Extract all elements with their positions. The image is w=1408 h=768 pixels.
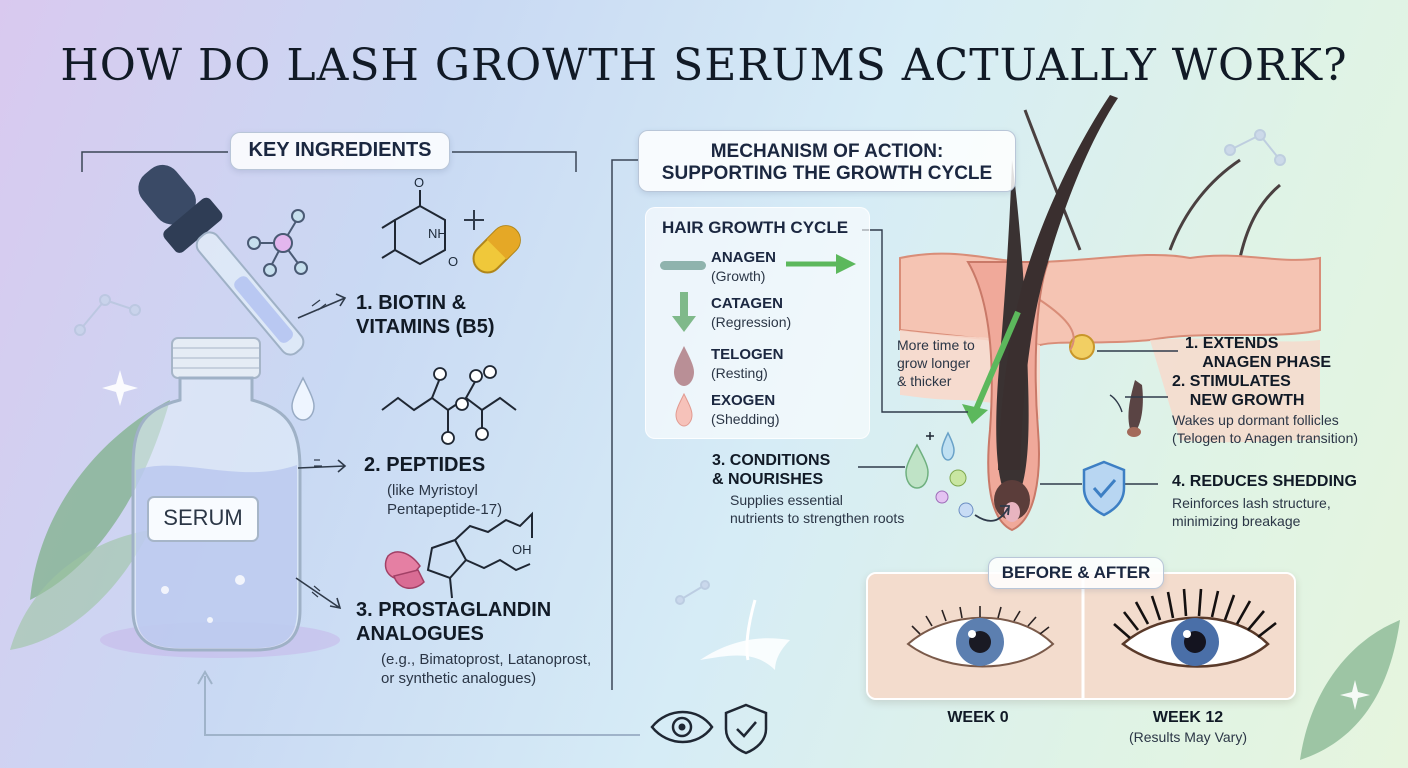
ingredient-peptides: 2. PEPTIDES (like Myristoyl Pentapeptide… bbox=[364, 453, 594, 519]
phase-catagen: CATAGEN (Regression) bbox=[711, 295, 791, 331]
ingredient-peptides-title: 2. PEPTIDES bbox=[364, 454, 486, 476]
before-after-heading: BEFORE & AFTER bbox=[988, 557, 1164, 589]
effect-stimulates-growth: 2. STIMULATES NEW GROWTH Wakes up dorman… bbox=[1172, 372, 1358, 447]
phase-exogen-name: EXOGEN bbox=[711, 392, 776, 409]
effect-1-title: 1. EXTENDS ANAGEN PHASE bbox=[1185, 335, 1332, 371]
before-after-eyes bbox=[868, 574, 1294, 698]
phase-anagen: ANAGEN (Growth) bbox=[711, 249, 776, 285]
ingredient-prostaglandin-sub: (e.g., Bimatoprost, Latanoprost, or synt… bbox=[381, 651, 592, 687]
phase-exogen-sub: (Shedding) bbox=[711, 411, 780, 427]
phase-catagen-name: CATAGEN bbox=[711, 295, 783, 312]
phase-telogen: TELOGEN (Resting) bbox=[711, 346, 784, 382]
bottle-label: SERUM bbox=[163, 505, 243, 530]
phase-telogen-sub: (Resting) bbox=[711, 365, 768, 381]
ingredient-prostaglandin: 3. PROSTAGLANDIN ANALOGUES (e.g., Bimato… bbox=[356, 598, 616, 688]
biotin-o2-label: O bbox=[414, 175, 425, 190]
effect-4-title: 4. REDUCES SHEDDING bbox=[1172, 473, 1357, 490]
effect-reduces-shedding: 4. REDUCES SHEDDING Reinforces lash stru… bbox=[1172, 472, 1357, 530]
effect-conditions-nourishes: 3. CONDITIONS & NOURISHES Supplies essen… bbox=[712, 451, 904, 527]
effect-extends-anagen: 1. EXTENDS ANAGEN PHASE bbox=[1185, 334, 1331, 372]
prostaglandin-oh-label: OH bbox=[512, 542, 532, 557]
phase-anagen-sub: (Growth) bbox=[711, 268, 766, 284]
effect-2-sub: Wakes up dormant follicles (Telogen to A… bbox=[1172, 412, 1359, 446]
page-title: HOW DO LASH GROWTH SERUMS ACTUALLY WORK? bbox=[60, 40, 1348, 91]
mechanism-heading-line2: SUPPORTING THE GROWTH CYCLE bbox=[661, 163, 993, 184]
biotin-nh-label: NH bbox=[428, 226, 447, 241]
key-ingredients-heading: KEY INGREDIENTS bbox=[230, 132, 450, 170]
phase-catagen-sub: (Regression) bbox=[711, 314, 792, 330]
phase-exogen: EXOGEN (Shedding) bbox=[711, 392, 780, 428]
effect-3-sub: Supplies essential nutrients to strength… bbox=[730, 492, 905, 526]
phase-anagen-name: ANAGEN bbox=[711, 249, 777, 266]
mechanism-heading: MECHANISM OF ACTION: SUPPORTING THE GROW… bbox=[638, 130, 1016, 192]
effect-4-sub: Reinforces lash structure, minimizing br… bbox=[1172, 495, 1331, 529]
ingredient-biotin: 1. BIOTIN & VITAMINS (B5) bbox=[356, 291, 586, 339]
more-time-note: More time to grow longer & thicker bbox=[897, 337, 975, 389]
before-after-panel bbox=[866, 572, 1296, 700]
mechanism-heading-line1: MECHANISM OF ACTION: bbox=[710, 141, 944, 162]
ingredient-peptides-sub: (like Myristoyl Pentapeptide-17) bbox=[387, 482, 503, 518]
before-label: WEEK 0 bbox=[947, 709, 1009, 726]
ingredient-biotin-title: 1. BIOTIN & VITAMINS (B5) bbox=[356, 292, 495, 338]
after-label: WEEK 12 bbox=[1152, 709, 1224, 726]
results-note: (Results May Vary) bbox=[1129, 729, 1247, 745]
ingredient-prostaglandin-title: 3. PROSTAGLANDIN ANALOGUES bbox=[356, 599, 552, 645]
cycle-heading: HAIR GROWTH CYCLE bbox=[662, 218, 849, 237]
hair-growth-cycle-panel: HAIR GROWTH CYCLE ANAGEN (Growth) CATAGE… bbox=[645, 207, 870, 439]
cycle-icons bbox=[660, 254, 856, 427]
effect-3-title: 3. CONDITIONS & NOURISHES bbox=[712, 452, 831, 488]
biotin-o-label: O bbox=[448, 254, 459, 269]
phase-telogen-name: TELOGEN bbox=[711, 346, 784, 363]
effect-2-title: 2. STIMULATES NEW GROWTH bbox=[1172, 373, 1305, 409]
